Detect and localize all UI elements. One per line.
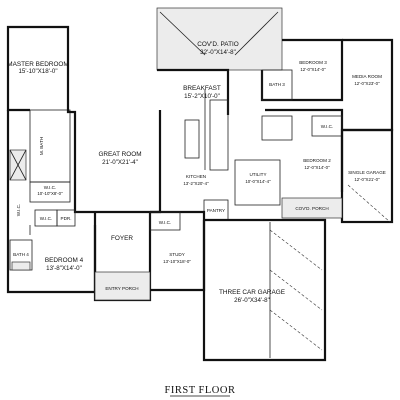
three-car-garage-label: THREE CAR GARAGE	[219, 289, 285, 296]
kitchen-island	[184, 119, 200, 159]
single-garage-area	[340, 128, 394, 224]
single-garage-dims: 12'-0"X21'-0"	[354, 177, 380, 182]
small-wic-label: W.I.C.	[40, 216, 53, 221]
covd-porch-area	[281, 197, 343, 219]
bath-3-area	[261, 69, 293, 101]
kitchen-label: KITCHEN	[186, 174, 206, 179]
pdr-label: PDR.	[61, 216, 72, 221]
study-dims: 13'-10"X18'-0"	[163, 259, 191, 264]
breakfast-dims: 15'-2"X10'-0"	[184, 93, 220, 100]
breakfast-label: BREAKFAST	[183, 85, 221, 92]
foyer-wic-area	[149, 211, 181, 231]
kitchen-dims: 13'-2"X20'-4"	[183, 181, 209, 186]
master-bath-area	[29, 109, 71, 183]
floor-caption: FIRST FLOOR	[165, 385, 236, 396]
kitchen-counter	[209, 99, 229, 171]
right-wic-label: W.I.C.	[321, 124, 334, 129]
utility-label: UTILITY	[249, 172, 266, 177]
bedroom-2-label: BEDROOM 2	[303, 158, 331, 163]
bedroom-4-wic-label: W.I.C.	[16, 204, 21, 217]
pdr-area	[56, 209, 76, 227]
foyer-label: FOYER	[111, 235, 133, 242]
master-wic-dims: 10'-10"X8'-0"	[37, 191, 63, 196]
media-room-dims: 12'-0"X23'-0"	[354, 81, 380, 86]
master-bath-label: M. BATH	[39, 137, 44, 155]
bedroom-2-walls	[265, 108, 344, 192]
patio-dims: 32'-0"X14'-8"	[200, 49, 236, 56]
three-car-garage-walls	[202, 218, 327, 362]
great-room-dims: 21'-0"X21'-4"	[102, 159, 138, 166]
foyer-wic-label: W.I.C.	[159, 220, 172, 225]
master-wic-label: W.I.C.	[44, 185, 57, 190]
entry-porch-label: ENTRY PORCH	[105, 286, 138, 291]
patio-area	[156, 7, 283, 71]
utility-dims: 10'-0"X14'-4"	[245, 179, 271, 184]
bath-3-label: BATH 3	[269, 82, 285, 87]
bedroom-4-label: BEDROOM 4	[45, 257, 84, 264]
pantry-label: PANTRY	[207, 208, 225, 213]
single-garage-label: SINGLE GARAGE	[348, 170, 386, 175]
bedroom-2-dims: 12'-0"X14'-0"	[304, 165, 330, 170]
great-room-label: GREAT ROOM	[98, 151, 141, 158]
study-label: STUDY	[169, 252, 185, 257]
entry-porch-area	[94, 271, 151, 301]
bedroom-3-dims: 12'-0"X14'-0"	[300, 67, 326, 72]
great-room-walls	[66, 108, 162, 214]
master-bedroom-walls	[6, 25, 70, 112]
right-wic-area	[311, 115, 343, 137]
bath-4-label: BATH 4	[13, 252, 29, 257]
bedroom-3-label: BEDROOM 3	[299, 60, 327, 65]
media-room-label: MEDIA ROOM	[352, 74, 382, 79]
master-wic-area	[29, 181, 71, 203]
utility-area	[234, 159, 281, 206]
master-bedroom-dims: 15'-10"X18'-0"	[18, 68, 57, 75]
master-bedroom-label: MASTER BEDROOM	[7, 61, 68, 68]
patio-label: COV'D. PATIO	[197, 41, 238, 48]
three-car-garage-dims: 26'-0"X34'-8"	[234, 297, 270, 304]
bedroom-4-dims: 13'-8"X14'-0"	[46, 265, 82, 272]
covd-porch-label: COV'D. PORCH	[295, 206, 328, 211]
